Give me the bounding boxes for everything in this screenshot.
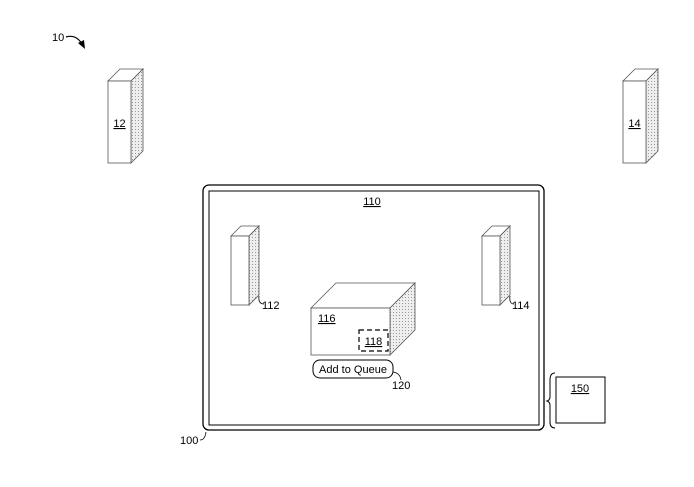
add-to-queue-button[interactable]: Add to Queue: [312, 359, 394, 379]
leader-line: [392, 371, 402, 381]
left-virtual-object[interactable]: [230, 225, 260, 306]
component-150-label: 150: [571, 383, 589, 395]
cube-object[interactable]: 116 118: [310, 282, 416, 356]
right-object-label: 114: [512, 300, 530, 312]
cube-label: 116: [318, 313, 336, 325]
right-device-label: 14: [628, 118, 640, 130]
right-device: 14: [622, 68, 659, 164]
device-ref-label: 100: [180, 435, 198, 447]
left-device: 12: [107, 68, 144, 164]
left-object-label: 112: [262, 300, 280, 312]
right-virtual-object[interactable]: [481, 225, 511, 306]
figure-ref-label: 10: [52, 32, 64, 44]
left-device-label: 12: [113, 118, 125, 130]
brace-icon: [545, 372, 556, 429]
component-150: 150: [555, 376, 606, 424]
leader-line: [199, 431, 207, 441]
target-label: 118: [365, 336, 383, 348]
leader-line: [258, 295, 265, 305]
target-region[interactable]: [358, 329, 389, 352]
display-label: 110: [363, 196, 381, 208]
arrow-head-icon: [78, 40, 85, 49]
button-ref-label: 120: [392, 380, 410, 392]
figure-reference: 10: [52, 32, 85, 49]
device-100: 110 112 114 116 118 Add to Q: [202, 184, 545, 431]
leader-line: [509, 295, 515, 305]
add-to-queue-label: Add to Queue: [319, 364, 387, 376]
